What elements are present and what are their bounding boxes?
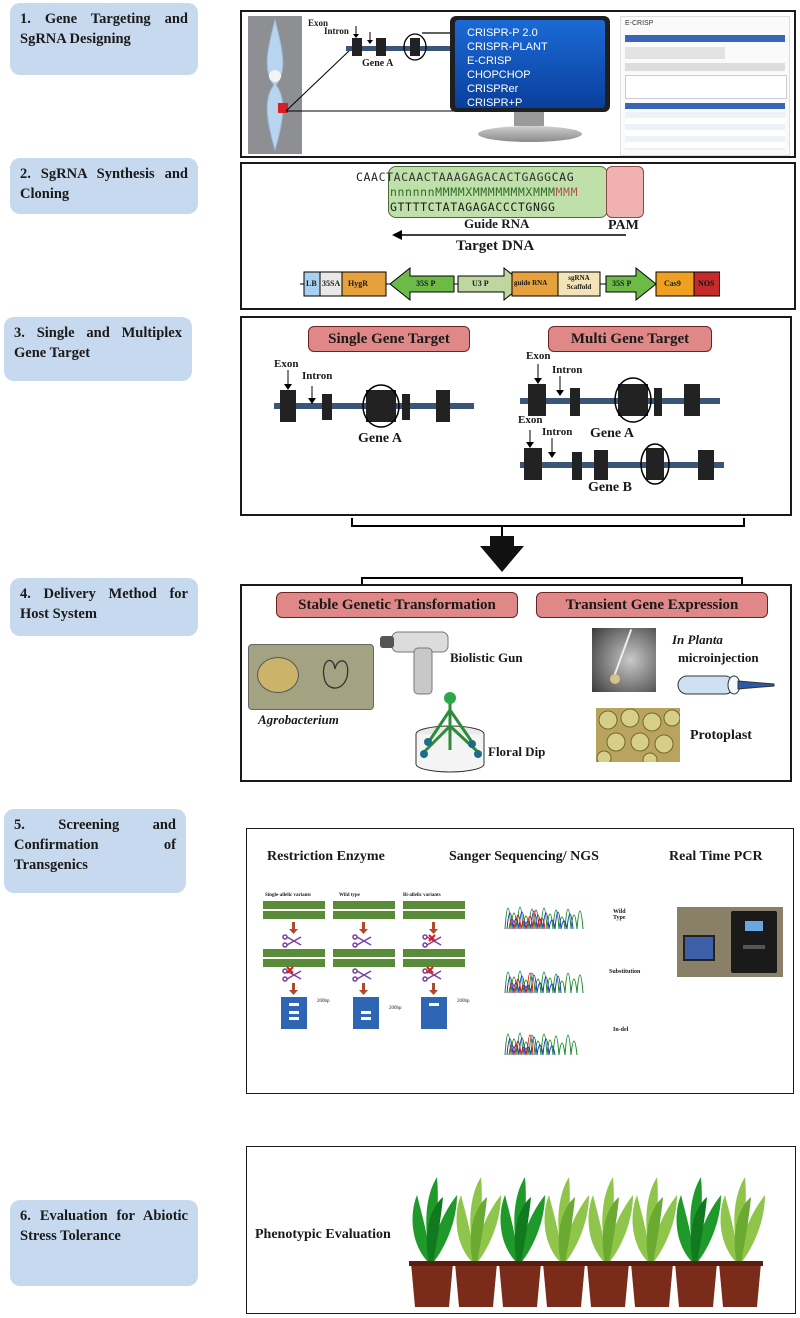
step-5-label: 5. Screening and Confirmation of Transge… — [4, 809, 186, 893]
protoplast-photo — [596, 708, 680, 762]
vector-map — [300, 266, 720, 302]
ecrisp-screenshot: E-CRISP — [620, 16, 790, 156]
pam-label: PAM — [608, 218, 639, 233]
panel-gene-targeting: Exon Intron Gene A CRISPR-P 2.0 CRISPR-P… — [240, 10, 796, 158]
tool-3: E-CRISP — [467, 55, 512, 67]
sanger-chromatograms — [504, 906, 584, 1056]
biolistic-gun-label: Biolistic Gun — [450, 650, 523, 665]
vector-35sp-2: 35S P — [612, 279, 632, 288]
variant-single-label: Single-allelic variants — [265, 893, 311, 898]
microinjection-label: microinjection — [678, 650, 759, 665]
vector-lb: LB — [306, 279, 317, 288]
ecrisp-title: E-CRISP — [625, 20, 654, 27]
seq-top: CAACTACAACTAAAGAGACACTGAGGCAG — [356, 170, 575, 184]
stable-transformation-title: Stable Genetic Transformation — [276, 592, 518, 618]
restriction-digest-diagram — [263, 901, 465, 1029]
panel-delivery: Stable Genetic Transformation Transient … — [240, 584, 792, 782]
bp-label-single: 200bp — [317, 999, 330, 1004]
trace-indel-label: In-del — [613, 1027, 629, 1033]
panel-gene-target: Single Gene Target Multi Gene Target Exo… — [240, 316, 792, 516]
gene-a-label: Gene A — [362, 58, 394, 69]
trace-wild-label: Wild Type — [613, 909, 626, 921]
intron-label: Intron — [324, 26, 349, 36]
monitor-base — [478, 126, 582, 142]
vector-nos: NOS — [698, 279, 715, 288]
guide-rna-label: Guide RNA — [464, 216, 530, 231]
seq-bottom: GTTTTCTATAGAGACCCTGNGG — [390, 200, 556, 214]
chromosome-image — [248, 16, 302, 154]
vector-u3p: U3 P — [472, 279, 489, 288]
guide-rna-box — [388, 166, 608, 218]
tool-5: CRISPRer — [467, 83, 519, 95]
single-intron-label: Intron — [302, 370, 333, 382]
multi-gene-b-label: Gene B — [588, 480, 632, 495]
in-planta-label: In Planta — [672, 632, 723, 647]
plants-row — [409, 1177, 765, 1307]
variant-wild-label: Wild type — [339, 893, 360, 898]
transient-expression-title: Transient Gene Expression — [536, 592, 768, 618]
multi-intron-label-1: Intron — [552, 364, 583, 376]
single-exon-label: Exon — [274, 358, 299, 370]
panel-screening: Restriction Enzyme Sanger Sequencing/ NG… — [246, 828, 794, 1094]
panel-sgrna-synthesis: CAACTACAACTAAAGAGACACTGAGGCAG nnnnnnMMMM… — [240, 162, 796, 310]
multi-gene-diagram — [520, 364, 724, 485]
single-gene-a-label: Gene A — [358, 431, 402, 446]
single-gene-diagram — [274, 370, 474, 428]
microinjection-needle-icon — [677, 675, 775, 695]
multi-exon-label-2: Exon — [518, 414, 543, 426]
multi-exon-label-1: Exon — [526, 350, 551, 362]
vector-hygr: HygR — [348, 279, 368, 288]
microinjection-photo — [592, 628, 656, 692]
variant-bi-label: Bi-allelic variants — [403, 893, 441, 898]
floral-dip-label: Floral Dip — [488, 744, 546, 759]
multi-gene-a-label: Gene A — [590, 426, 634, 441]
sanger-title: Sanger Sequencing/ NGS — [449, 849, 599, 864]
biolistic-gun-image — [380, 631, 449, 695]
target-dna-label: Target DNA — [456, 238, 535, 254]
pam-box — [606, 166, 644, 218]
agrobacterium-plate — [248, 644, 374, 710]
target-dna-arrow — [392, 230, 626, 240]
vector-cas9: Cas9 — [664, 279, 681, 288]
step-3-label: 3. Single and Multiplex Gene Target — [4, 317, 192, 381]
step-1-label: 1. Gene Targeting and SgRNA Designing — [10, 3, 198, 75]
exon-label: Exon — [308, 18, 329, 28]
qpcr-title: Real Time PCR — [669, 849, 763, 864]
vector-scaffold: sgRNA Scaffold — [566, 274, 592, 291]
tool-4: CHOPCHOP — [467, 69, 531, 81]
multi-intron-label-2: Intron — [542, 426, 573, 438]
floral-dip-image — [415, 692, 485, 773]
qpcr-instrument-photo — [677, 907, 783, 977]
step-4-label: 4. Delivery Method for Host System — [10, 578, 198, 636]
vector-guide-rna: guide RNA — [514, 279, 548, 287]
tool-1: CRISPR-P 2.0 — [467, 27, 538, 39]
restriction-enzyme-title: Restriction Enzyme — [267, 849, 385, 864]
flow-arrow — [351, 518, 745, 588]
vector-35sp-1: 35S P — [416, 279, 436, 288]
monitor-stand — [514, 112, 544, 126]
agrobacterium-label: Agrobacterium — [258, 712, 339, 727]
single-gene-title: Single Gene Target — [308, 326, 470, 352]
seq-middle: nnnnnnMMMMXMMMMMMMXMMMMMM — [390, 185, 579, 199]
panel-evaluation: Phenotypic Evaluation — [246, 1146, 796, 1314]
trace-sub-label: Substitution — [609, 969, 641, 975]
bp-label-wild: 200bp — [389, 1006, 402, 1011]
tool-6: CRISPR+P — [467, 97, 523, 109]
phenotypic-evaluation-label: Phenotypic Evaluation — [255, 1227, 391, 1242]
monitor: CRISPR-P 2.0 CRISPR-PLANT E-CRISP CHOPCH… — [450, 16, 610, 112]
vector-35sa: 35SA — [322, 279, 341, 288]
protoplast-label: Protoplast — [690, 728, 752, 743]
step-6-label: 6. Evaluation for Abiotic Stress Toleran… — [10, 1200, 198, 1286]
multi-gene-title: Multi Gene Target — [548, 326, 712, 352]
tool-2: CRISPR-PLANT — [467, 41, 548, 53]
bp-label-bi: 200bp — [457, 999, 470, 1004]
step-2-label: 2. SgRNA Synthesis and Cloning — [10, 158, 198, 214]
